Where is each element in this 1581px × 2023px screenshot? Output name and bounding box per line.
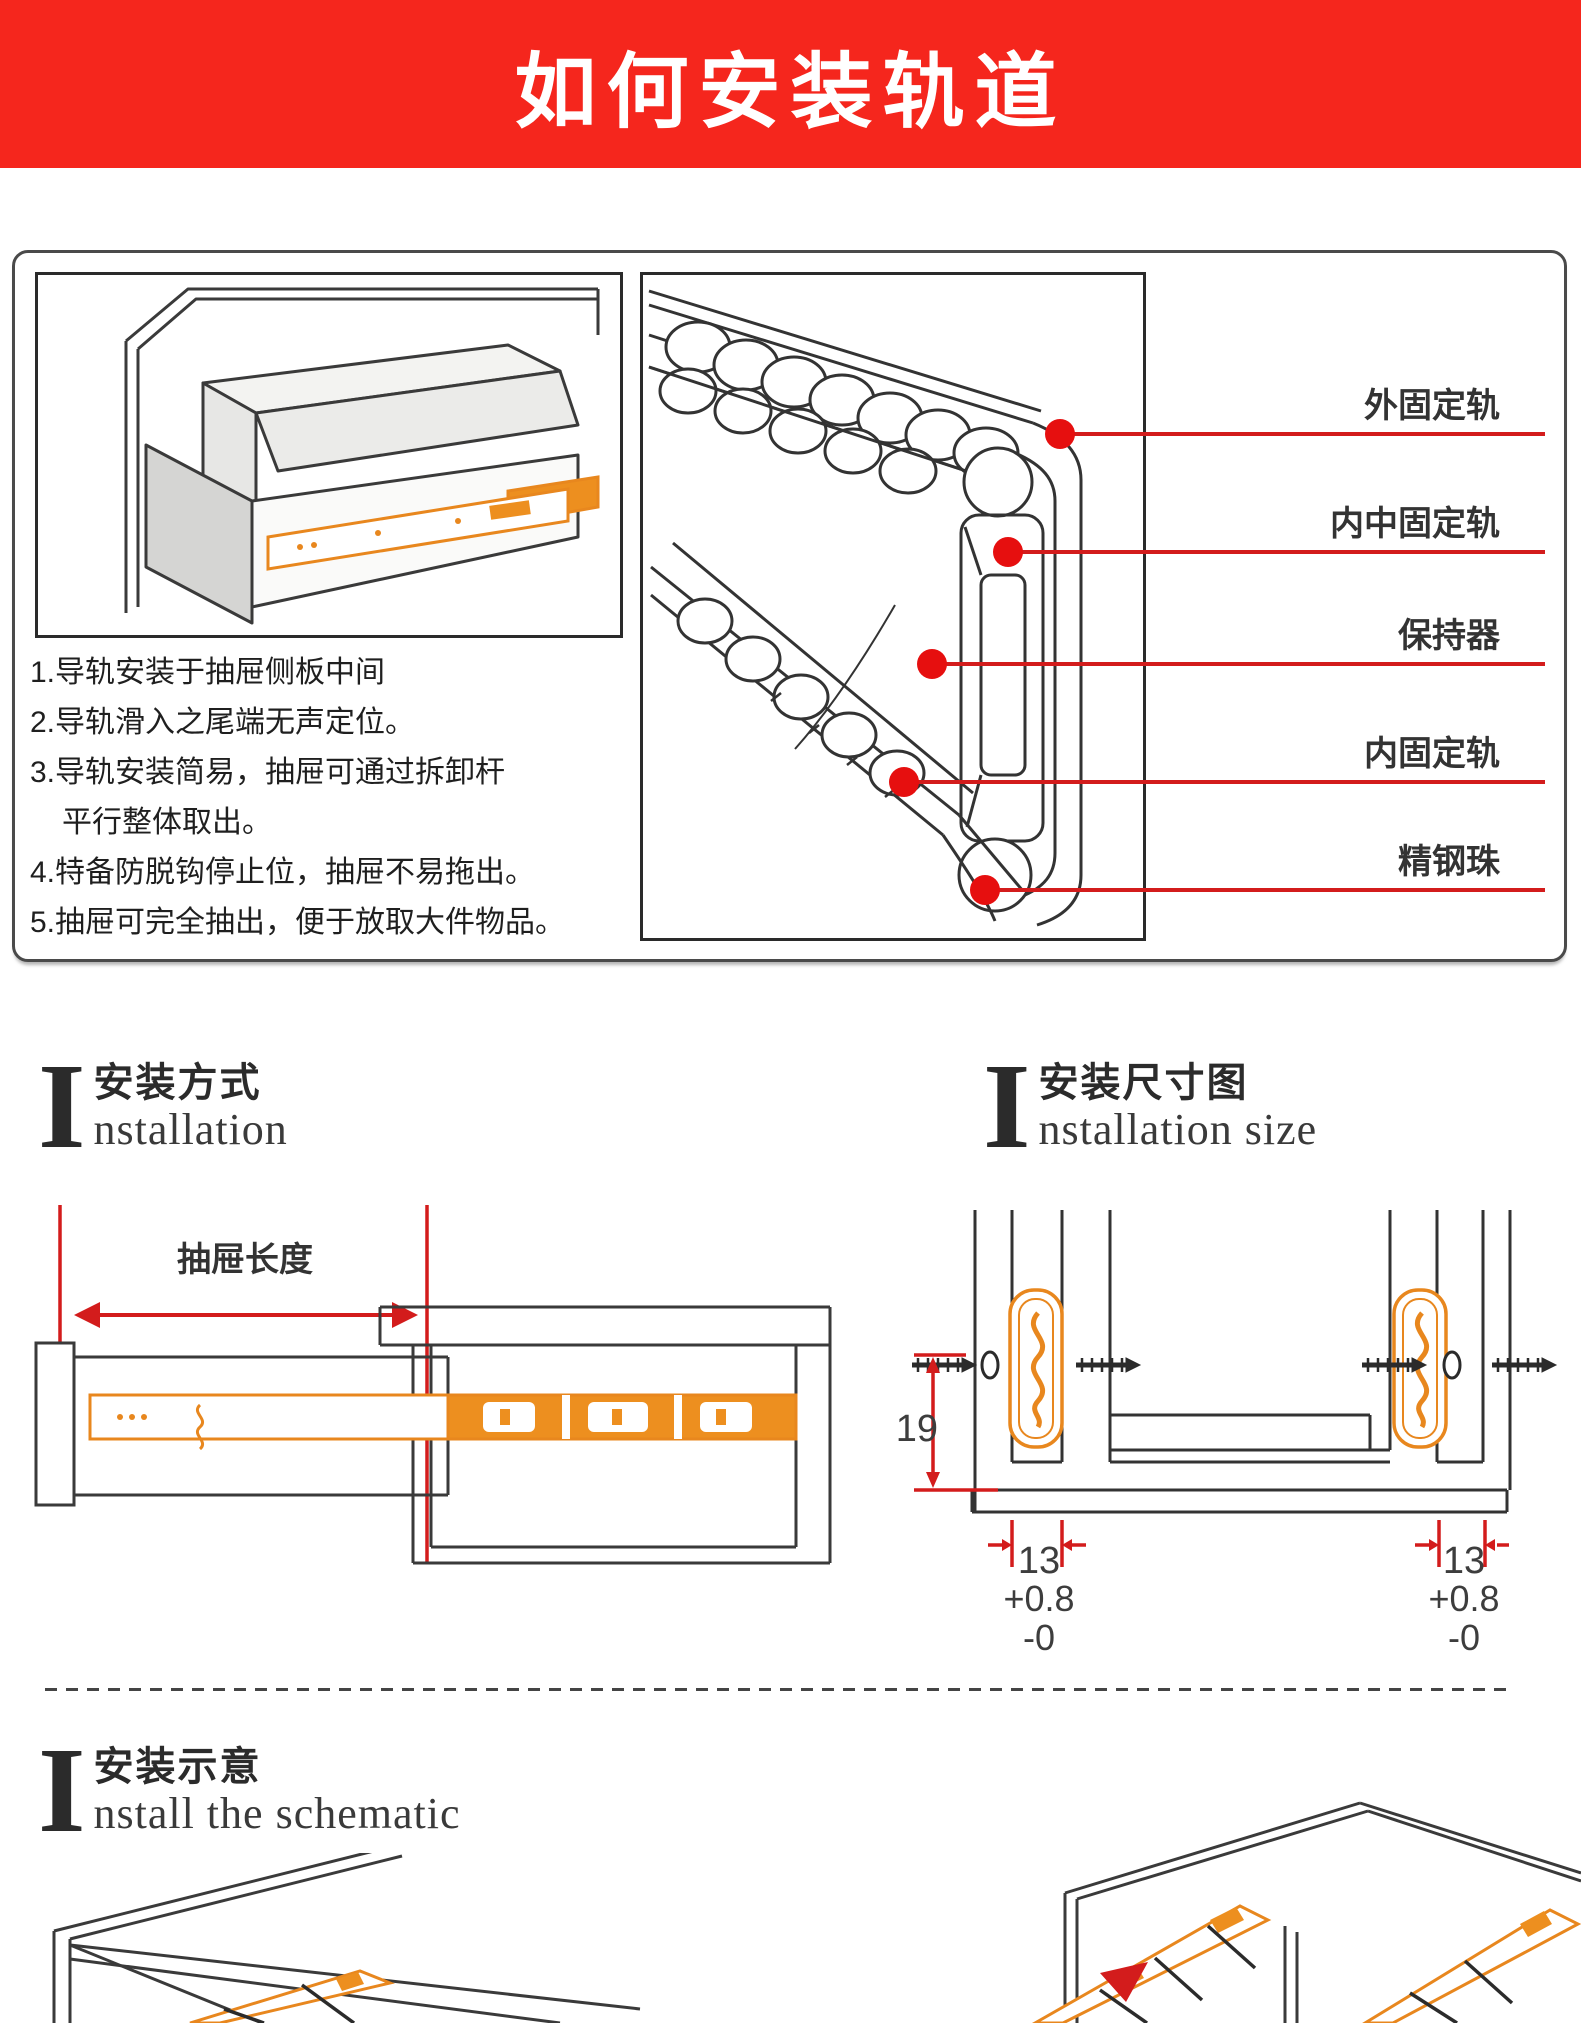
- callout-retainer: 保持器: [1398, 617, 1500, 655]
- drawer-length-label: 抽屉长度: [177, 1241, 313, 1279]
- note-line: 平行整体取出。: [62, 806, 272, 839]
- heading-initial: I: [38, 1723, 86, 1858]
- callout-steel-ball: 精钢珠: [1398, 843, 1500, 881]
- heading-en: nstallation size: [1038, 1105, 1318, 1154]
- schematic-left: [52, 1853, 641, 2023]
- slide-cross-section-frame: [640, 272, 1146, 941]
- drawer-cabinet-illustration: [124, 287, 600, 625]
- heading-initial: I: [38, 1039, 86, 1174]
- drawer-illustration-frame: [35, 272, 623, 638]
- page-title: 如何安装轨道: [514, 46, 1067, 138]
- callout-outer-rail: 外固定轨: [1364, 387, 1500, 425]
- section-heading-size: I 安装尺寸图 nstallation size: [983, 1039, 1318, 1174]
- dim-height-19: 19: [895, 1408, 938, 1450]
- title-banner: 如何安装轨道: [0, 0, 1581, 168]
- feature-notes: 1.导轨安装于抽屉侧板中间 2.导轨滑入之尾端无声定位。 3.导轨安装简易，抽屉…: [30, 648, 650, 948]
- slide-cross-section-illustration: [648, 289, 1083, 927]
- dim-tol-plus-right: +0.8: [1428, 1578, 1500, 1619]
- heading-zh: 安装尺寸图: [1038, 1061, 1249, 1105]
- heading-zh: 安装示意: [93, 1745, 262, 1789]
- note-line: 3.导轨安装简易，抽屉可通过拆卸杆: [30, 756, 506, 789]
- section-heading-schematic: I 安装示意 nstall the schematic: [38, 1723, 461, 1858]
- note-line: 2.导轨滑入之尾端无声定位。: [30, 706, 416, 739]
- note-line: 1.导轨安装于抽屉侧板中间: [30, 656, 386, 689]
- schematic-right: [1031, 1801, 1581, 2023]
- dim-tol-plus-left: +0.8: [1003, 1578, 1075, 1619]
- callout-inner-mid-rail: 内中固定轨: [1330, 505, 1500, 543]
- heading-zh: 安装方式: [93, 1061, 262, 1105]
- note-line: 5.抽屉可完全抽出，便于放取大件物品。: [30, 906, 566, 939]
- heading-en: nstall the schematic: [93, 1789, 461, 1838]
- dim-13-left: 13: [1017, 1540, 1061, 1582]
- section-heading-installation: I 安装方式 nstallation: [38, 1039, 288, 1174]
- note-line: 4.特备防脱钩停止位，抽屉不易拖出。: [30, 856, 536, 889]
- dashed-divider: [45, 1688, 1515, 1691]
- callout-inner-rail: 内固定轨: [1364, 735, 1500, 773]
- dim-tol-minus-left: -0: [1022, 1617, 1055, 1658]
- size-diagram: [912, 1210, 1558, 1567]
- heading-en: nstallation: [93, 1105, 288, 1154]
- installation-diagram: [34, 1205, 832, 1565]
- heading-initial: I: [983, 1039, 1031, 1174]
- dim-tol-minus-right: -0: [1447, 1617, 1480, 1658]
- dim-13-right: 13: [1442, 1540, 1486, 1582]
